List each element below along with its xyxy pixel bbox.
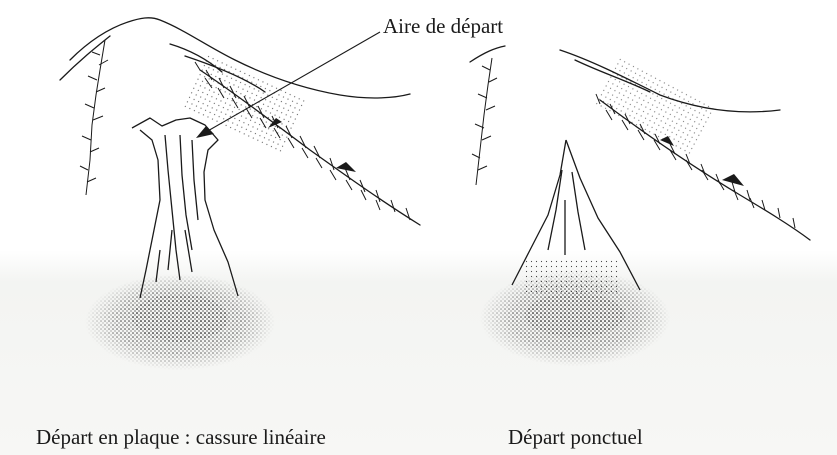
slab-release-caption: Départ en plaque : cassure linéaire (36, 425, 326, 450)
start-area-marker (196, 126, 214, 138)
point-release-caption: Départ ponctuel (508, 425, 643, 450)
start-area-label: Aire de départ (383, 14, 503, 39)
